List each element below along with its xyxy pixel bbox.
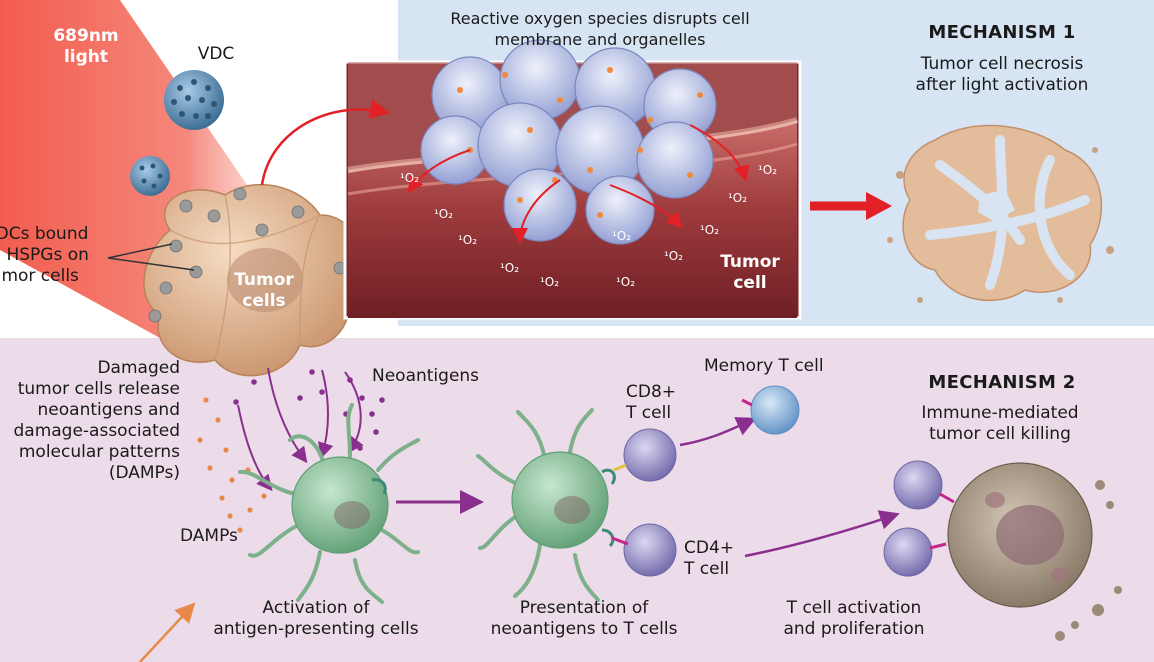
singlet-oxygen-label: ¹O₂ (758, 163, 778, 177)
apc-cell-1 (238, 403, 420, 604)
mechanism-2-title: MECHANISM 2 (928, 372, 1076, 393)
arrow-cd4-to-killing (744, 510, 900, 558)
neoantigens-label: Neoantigens (372, 366, 480, 386)
tumor-cell-label: Tumor cell (720, 252, 780, 293)
singlet-oxygen-label: ¹O₂ (500, 261, 520, 275)
dying-tumor-cell (947, 462, 1093, 608)
killer-t-cell-2 (883, 527, 947, 577)
damps-label: DAMPs (180, 526, 238, 546)
cd8-t-cell (613, 428, 677, 482)
singlet-oxygen-label: ¹O₂ (700, 223, 720, 237)
apc-cell-2 (476, 408, 616, 602)
singlet-oxygen-label: ¹O₂ (434, 207, 454, 221)
mechanism-1-title: MECHANISM 1 (928, 22, 1076, 43)
arrow-cd8-to-memory (679, 417, 757, 447)
singlet-oxygen-label: ¹O₂ (540, 275, 560, 289)
singlet-oxygen-label: ¹O₂ (612, 229, 632, 243)
presentation-label: Presentation of neoantigens to T cells (490, 598, 678, 639)
vdc-particle-large (164, 70, 224, 130)
orange-pointer-arrow (139, 602, 196, 662)
killer-t-cell-1 (893, 460, 955, 510)
cd4-t-cell (611, 523, 677, 577)
tumor-cells-label: Tumor cells (234, 270, 294, 311)
arrow-to-mechanism-1-head (866, 192, 892, 220)
vdc-label: VDC (197, 44, 235, 64)
vdcs-bound-label: VDCs bound to HSPGs on tumor cells (0, 224, 89, 286)
vdc-bound-pointer-1 (107, 243, 173, 259)
singlet-oxygen-label: ¹O₂ (458, 233, 478, 247)
activation-apc-label: Activation of antigen-presenting cells (213, 598, 419, 639)
mechanism-2-description: Immune-mediated tumor cell killing (921, 403, 1079, 444)
singlet-oxygen-label: ¹O₂ (400, 171, 420, 185)
cd4-label: CD4+ T cell (684, 538, 735, 579)
necrotic-debris (887, 147, 1114, 303)
t-cell-activation-label: T cell activation and proliferation (783, 598, 925, 639)
tumor-cells-cluster (143, 183, 360, 377)
singlet-oxygen-label: ¹O₂ (728, 191, 748, 205)
dying-cell-debris (1055, 480, 1122, 641)
singlet-oxygen-label: ¹O₂ (616, 275, 636, 289)
vdc-particle-small (130, 156, 170, 196)
cd8-label: CD8+ T cell (626, 382, 677, 423)
ros-caption: Reactive oxygen species disrupts cell me… (450, 9, 750, 49)
damaged-release-label: Damaged tumor cells release neoantigens … (13, 358, 180, 483)
memory-t-cell-label: Memory T cell (704, 356, 824, 376)
ros-inset (343, 39, 802, 320)
light-label: 689nm light (53, 26, 119, 67)
arrow-tumor-to-inset (260, 99, 390, 186)
mechanism-1-description: Tumor cell necrosis after light activati… (915, 54, 1089, 95)
singlet-oxygen-label: ¹O₂ (664, 249, 684, 263)
vdc-bound-pointer-2 (107, 257, 195, 271)
memory-t-cell (741, 385, 800, 435)
necrotic-tumor-cell (902, 124, 1103, 302)
